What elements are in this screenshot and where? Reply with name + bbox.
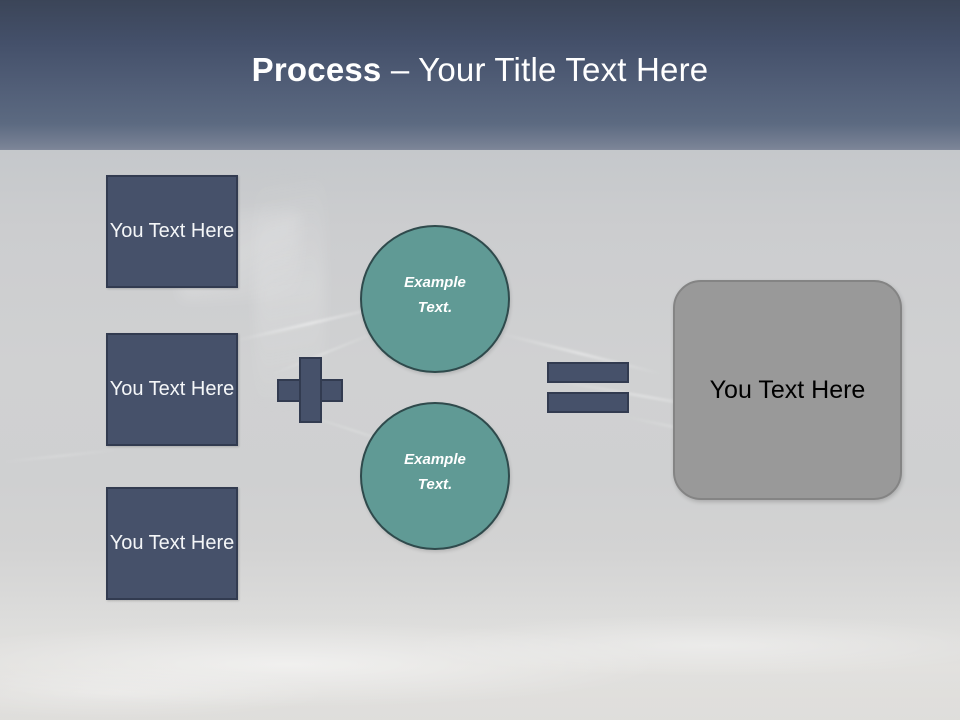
background-sky-gradient xyxy=(0,0,960,172)
input-box-1[interactable]: You Text Here xyxy=(106,175,238,288)
background-snowfield-texture xyxy=(0,596,960,720)
plus-icon xyxy=(277,357,343,423)
input-box-2[interactable]: You Text Here xyxy=(106,333,238,446)
input-box-3[interactable]: You Text Here xyxy=(106,487,238,600)
example-circle-2-line1: Example xyxy=(404,451,466,468)
example-circle-1-line2: Text. xyxy=(417,299,453,316)
slide-title-bold: Process xyxy=(251,51,382,88)
result-box-label: You Text Here xyxy=(709,375,866,404)
example-circle-1[interactable]: Example Text. xyxy=(360,225,510,373)
slide-title: Process – Your Title Text Here xyxy=(0,50,960,90)
input-box-2-label: You Text Here xyxy=(109,378,235,400)
example-circle-1-line1: Example xyxy=(404,274,466,291)
example-circle-2-line2: Text. xyxy=(417,476,453,493)
input-box-3-label: You Text Here xyxy=(109,532,235,554)
input-box-1-label: You Text Here xyxy=(109,220,235,242)
result-box[interactable]: You Text Here xyxy=(673,280,902,500)
example-circle-2-text: Example Text. xyxy=(404,447,466,497)
example-circle-1-text: Example Text. xyxy=(404,270,466,320)
example-circle-2[interactable]: Example Text. xyxy=(360,402,510,550)
equals-icon-bottom-bar xyxy=(547,392,629,413)
slide-title-rest: – Your Title Text Here xyxy=(381,51,709,88)
equals-icon xyxy=(547,362,629,414)
equals-icon-top-bar xyxy=(547,362,629,383)
plus-icon-center-fill xyxy=(301,381,320,400)
